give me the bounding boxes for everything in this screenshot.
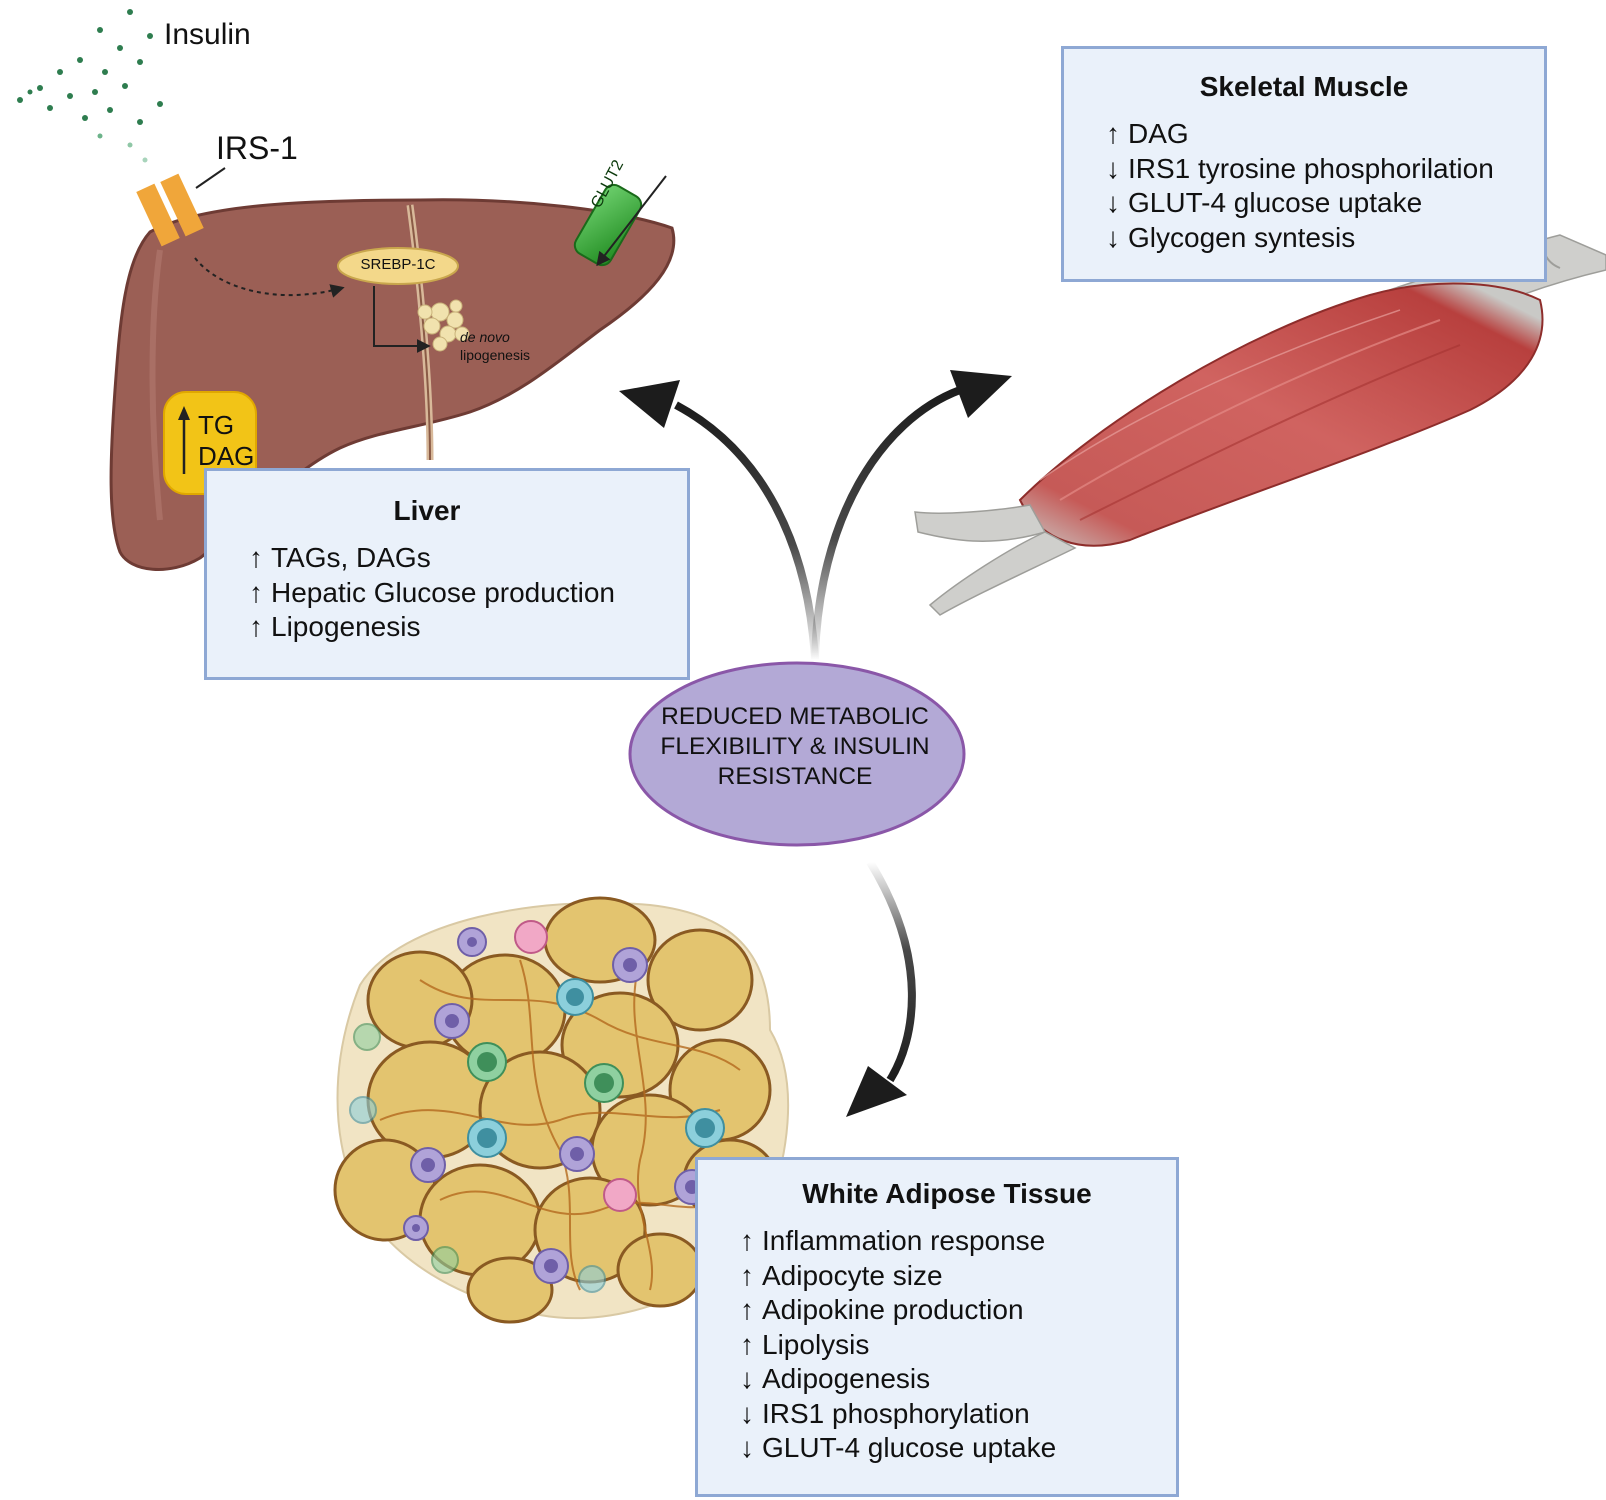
wat-effect-item: ↑ Inflammation response (740, 1224, 1176, 1259)
wat-panel-title: White Adipose Tissue (802, 1178, 1092, 1209)
insulin-label: Insulin (164, 18, 251, 51)
down-arrow-icon: ↓ (740, 1432, 754, 1463)
wat-effect-text: IRS1 phosphorylation (762, 1397, 1030, 1429)
liver-effects-list: ↑TAGs, DAGs ↑Hepatic Glucose production … (249, 541, 687, 645)
central-condition-label: REDUCED METABOLIC FLEXIBILITY & INSULIN … (627, 702, 963, 792)
central-label-line: RESISTANCE (717, 763, 873, 790)
lipogenesis-label: lipogenesis (460, 347, 531, 363)
muscle-effect-item: ↓IRS1 tyrosine phosphorilation (1106, 152, 1544, 187)
liver-effect-text: TAGs, DAGs (271, 542, 431, 573)
arrow-to-liver (619, 380, 819, 661)
dag-label: DAG (198, 441, 255, 471)
liver-effect-text: Hepatic Glucose production (271, 576, 615, 608)
down-arrow-icon: ↓ (1106, 221, 1120, 253)
liver-effect-item: ↑ TAGs, DAGs (249, 541, 687, 576)
liver-effect-text: Lipogenesis (271, 611, 421, 642)
up-arrow-icon: ↑ (740, 1294, 754, 1325)
down-arrow-icon: ↓ (740, 1397, 754, 1429)
down-arrow-icon: ↓ (1106, 187, 1120, 218)
up-arrow-icon: ↑ (249, 576, 263, 608)
central-label-line: REDUCED METABOLIC (661, 703, 929, 730)
muscle-effect-item: ↓Glycogen syntesis (1106, 221, 1544, 256)
skeletal-muscle-panel: Skeletal Muscle ↑DAG ↓IRS1 tyrosine phos… (1061, 46, 1547, 282)
skeletal-muscle-illustration (914, 234, 1606, 616)
arrow-to-muscle (811, 370, 1012, 661)
arrow-to-adipose (846, 859, 916, 1117)
wat-effects-list: ↑Inflammation response ↑Adipocyte size ↑… (740, 1224, 1176, 1466)
muscle-effect-text: DAG (1128, 118, 1189, 149)
wat-effect-item: ↑ Adipokine production (740, 1293, 1176, 1328)
down-arrow-icon: ↓ (1106, 152, 1120, 184)
muscle-effects-list: ↑DAG ↓IRS1 tyrosine phosphorilation ↓GLU… (1106, 117, 1544, 255)
up-arrow-icon: ↑ (740, 1328, 754, 1360)
central-label-line: FLEXIBILITY & INSULIN (660, 733, 930, 760)
wat-effect-item: ↑Lipolysis (740, 1328, 1176, 1363)
wat-effect-item: ↓IRS1 phosphorylation (740, 1397, 1176, 1432)
up-arrow-icon: ↑ (1106, 118, 1120, 149)
liver-effect-item: ↑ Lipogenesis (249, 610, 687, 645)
muscle-effect-text: GLUT-4 glucose uptake (1128, 187, 1423, 218)
tg-label: TG (198, 410, 235, 440)
green-cells (353, 1023, 624, 1274)
irs1-receptor (136, 167, 345, 298)
up-arrow-icon: ↑ (249, 542, 263, 573)
up-arrow-icon: ↑ (740, 1259, 754, 1291)
insulin-molecules (17, 9, 163, 163)
muscle-effect-item: ↓ GLUT-4 glucose uptake (1106, 186, 1544, 221)
wat-effect-item: ↓ GLUT-4 glucose uptake (740, 1431, 1176, 1466)
muscle-effect-text: IRS1 tyrosine phosphorilation (1128, 152, 1494, 184)
glut2-transporter (573, 175, 667, 267)
wat-effect-text: Adipokine production (762, 1294, 1024, 1325)
srebp-label: SREBP-1C (360, 256, 436, 273)
up-arrow-icon: ↑ (740, 1225, 754, 1256)
wat-effect-text: Inflammation response (762, 1225, 1046, 1256)
white-adipose-tissue-panel: White Adipose Tissue ↑ Inflammation respo… (695, 1157, 1179, 1497)
central-ellipse (628, 661, 966, 847)
down-arrow-icon: ↓ (740, 1363, 754, 1394)
muscle-panel-title: Skeletal Muscle (1199, 71, 1409, 102)
lymphocyte-cells (349, 978, 725, 1293)
wat-effect-text: GLUT-4 glucose uptake (762, 1432, 1057, 1463)
wat-effect-text: Lipolysis (762, 1328, 870, 1360)
liver-effect-item: ↑Hepatic Glucose production (249, 576, 687, 611)
wat-effect-text: Adipogenesis (762, 1363, 931, 1394)
muscle-effect-text: Glycogen syntesis (1128, 221, 1356, 253)
up-arrow-icon: ↑ (249, 611, 263, 642)
srebp-ellipse (337, 247, 459, 285)
liver-panel-title: Liver (393, 495, 461, 526)
liver-panel: Liver ↑TAGs, DAGs ↑Hepatic Glucose produ… (204, 468, 690, 680)
lipid-droplets-icon (417, 299, 470, 352)
wat-effect-item: ↓ Adipogenesis (740, 1362, 1176, 1397)
wat-effect-item: ↑Adipocyte size (740, 1259, 1176, 1294)
irs1-label: IRS-1 (216, 130, 298, 166)
wat-effect-text: Adipocyte size (762, 1259, 943, 1291)
muscle-effect-item: ↑ DAG (1106, 117, 1544, 152)
macrophage-cells (403, 927, 710, 1284)
de-novo-label: de novo (460, 329, 510, 345)
pink-cells (514, 920, 637, 1212)
